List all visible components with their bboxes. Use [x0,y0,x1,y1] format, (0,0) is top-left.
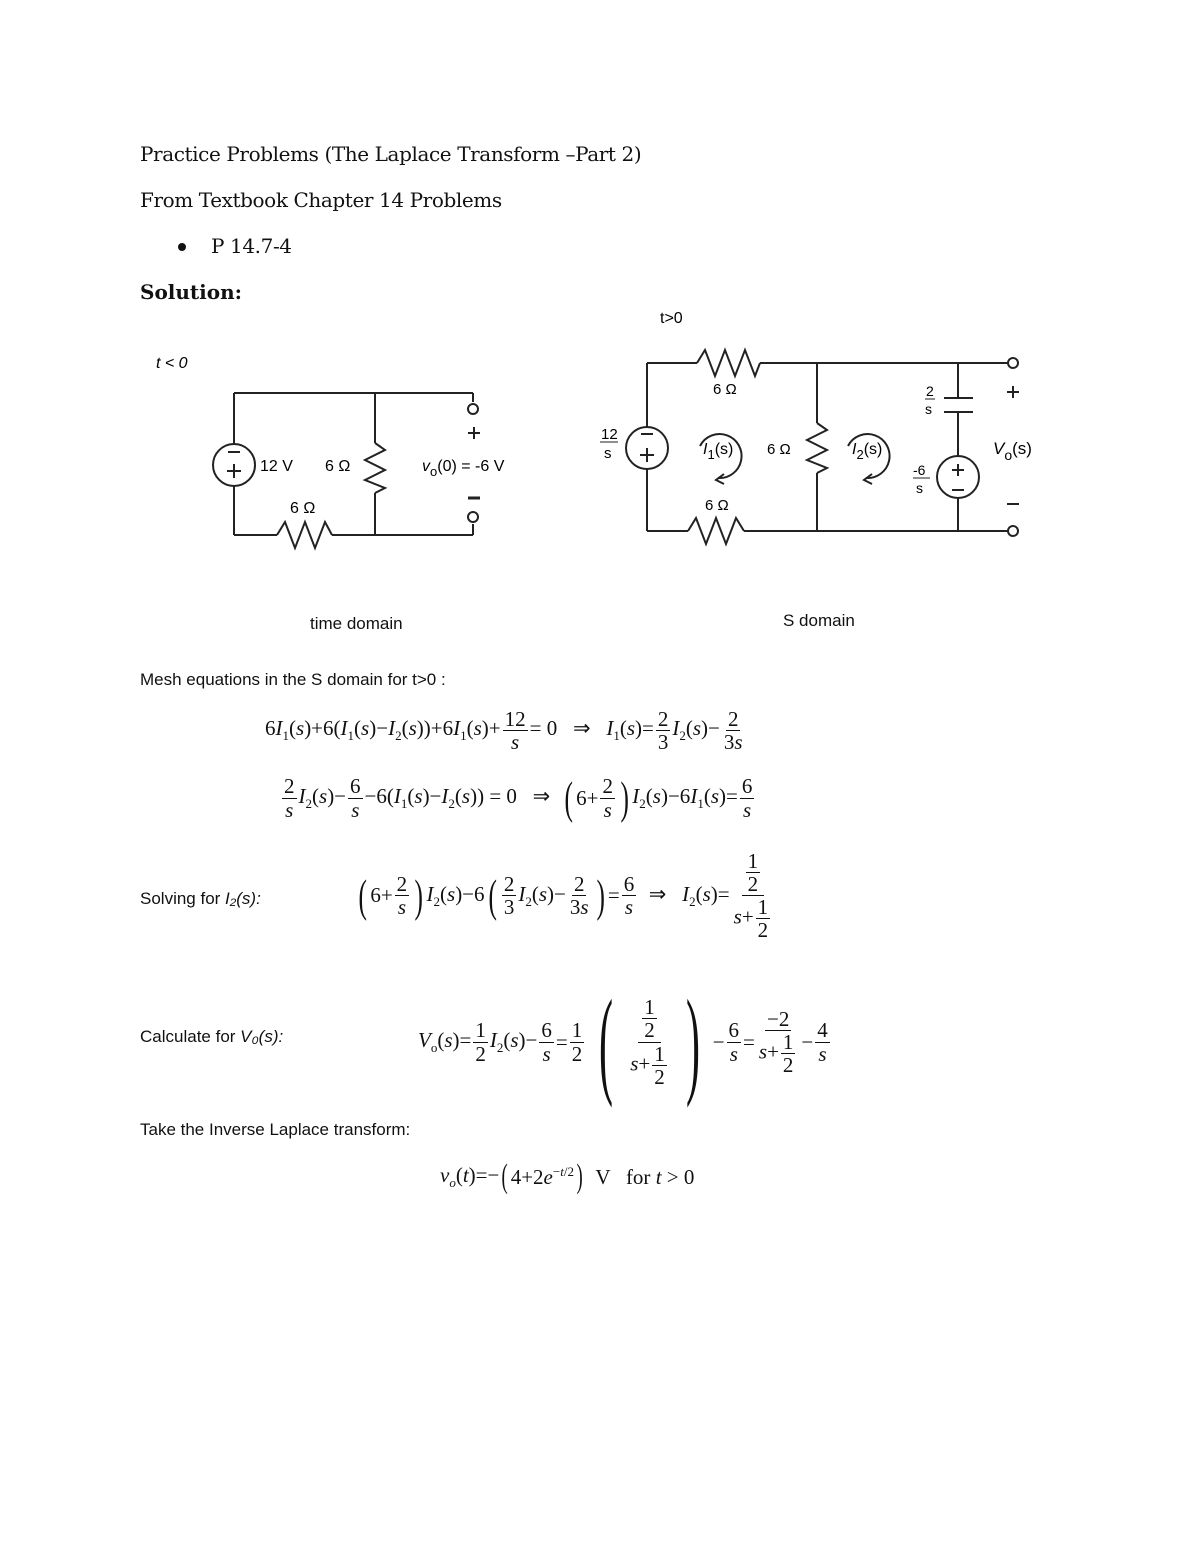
source-den: s [604,445,612,462]
ic-num: -6 [913,462,926,478]
cap-num: 2 [926,383,934,399]
shunt-resistor-label: 6 Ω [325,458,350,475]
vo-label: Vo(s) [993,439,1032,463]
solution-heading: Solution: [140,280,243,304]
document-title: Practice Problems (The Laplace Transform… [140,142,642,166]
s-domain-circuit: t>0 12 s 6 Ω 6 Ω 6 Ω I1(s) I2(s) 2 s -6 … [600,310,1032,547]
document-subtitle: From Textbook Chapter 14 Problems [140,188,502,212]
solve-label: Solving for I₂(s): [140,889,261,908]
series-resistor-label: 6 Ω [290,500,315,517]
mesh2-label: I2(s) [852,441,882,462]
mesh-label: Mesh equations in the S domain for t>0 : [140,670,446,689]
final-result: vo(t)=− ( 4+2e−t/2 ) V for t > 0 [440,1158,695,1195]
ic-den: s [916,480,923,496]
output-label: vo(0) = -6 V [422,458,505,479]
bullet-item: P 14.7-4 [211,234,292,258]
time-domain-caption: time domain [310,614,403,633]
top-resistor-label: 6 Ω [713,381,737,398]
cap-den: s [925,401,932,417]
source-label: 12 V [260,458,293,475]
middle-resistor-label: 6 Ω [767,441,791,458]
calc-label: Calculate for V₀(s): [140,1027,284,1046]
time-domain-circuit: t < 0 12 V 6 Ω 6 Ω vo(0) = -6 V [156,355,505,551]
inverse-label: Take the Inverse Laplace transform: [140,1120,411,1139]
time-condition: t < 0 [156,355,188,372]
bottom-resistor-label: 6 Ω [705,497,729,514]
bullet-icon [178,243,186,251]
mesh1-label: I1(s) [703,441,733,462]
s-domain-caption: S domain [783,611,855,630]
source-num: 12 [601,426,618,443]
s-condition: t>0 [660,310,683,327]
